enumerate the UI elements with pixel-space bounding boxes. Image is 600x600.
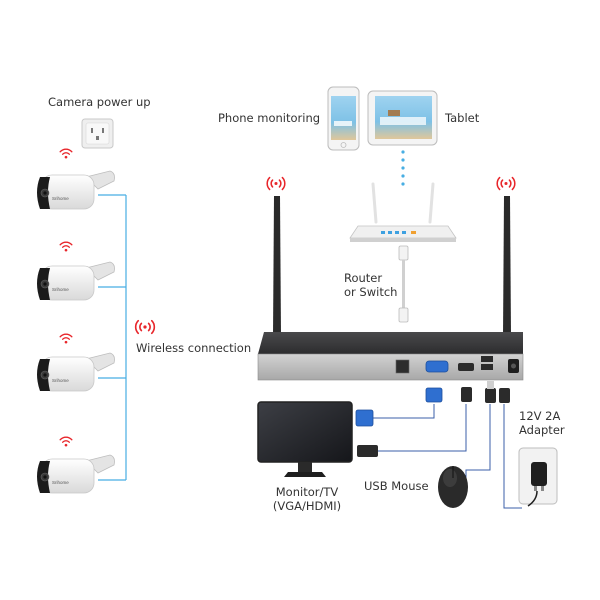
wifi-signal-icon <box>265 175 287 192</box>
router-label: Router <box>344 271 383 285</box>
power-adapter-cable <box>499 388 522 509</box>
nvr-recorder <box>257 332 524 381</box>
camera-4-brand: Srihome <box>52 480 69 485</box>
nvr-hdmi-port <box>458 363 474 371</box>
usb-mouse-label: USB Mouse <box>364 479 429 493</box>
wifi-signal-icon <box>59 333 73 344</box>
monitor-tv <box>257 401 353 477</box>
camera-2-brand: Srihome <box>52 287 69 292</box>
camera-3-brand: Srihome <box>52 378 69 383</box>
camera-power-label: Camera power up <box>48 95 151 109</box>
hdmi-cable <box>357 387 472 457</box>
monitor-label: Monitor/TV <box>275 485 339 499</box>
wifi-signal-icon <box>59 241 73 252</box>
wifi-signal-icon <box>59 148 73 159</box>
camera-4 <box>36 454 115 494</box>
usb-mouse-cable <box>465 381 496 480</box>
phone-device <box>327 86 360 151</box>
camera-1 <box>36 170 115 210</box>
wifi-signal-icon <box>59 436 73 447</box>
camera-3 <box>36 352 115 392</box>
ethernet-cable <box>398 245 409 323</box>
router-device <box>349 182 457 242</box>
adapter-label: Adapter <box>519 423 565 437</box>
camera-power-outlet <box>81 118 114 149</box>
wifi-signal-icon <box>134 319 156 335</box>
nvr-lan-port <box>395 359 410 374</box>
tablet-device <box>367 90 438 146</box>
wifi-signal-icon <box>495 175 517 192</box>
wireless-connection-label: Wireless connection <box>136 341 252 355</box>
camera-1-brand: Srihome <box>52 196 69 201</box>
nvr-usb-port-2 <box>481 364 493 370</box>
camera-2 <box>36 261 115 301</box>
vga-cable <box>355 387 443 427</box>
switch-label: or Switch <box>344 285 398 299</box>
usb-mouse <box>438 466 468 508</box>
nvr-vga-port <box>425 360 449 373</box>
wireless-link-lines <box>98 194 127 481</box>
power-adapter <box>518 447 558 507</box>
adapter-rating-label: 12V 2A <box>519 409 561 423</box>
tablet-router-link <box>401 150 405 186</box>
monitor-ports-label: (VGA/HDMI) <box>272 499 342 513</box>
phone-monitoring-label: Phone monitoring <box>218 111 321 125</box>
nvr-usb-port-1 <box>481 356 493 362</box>
tablet-label: Tablet <box>445 111 480 125</box>
